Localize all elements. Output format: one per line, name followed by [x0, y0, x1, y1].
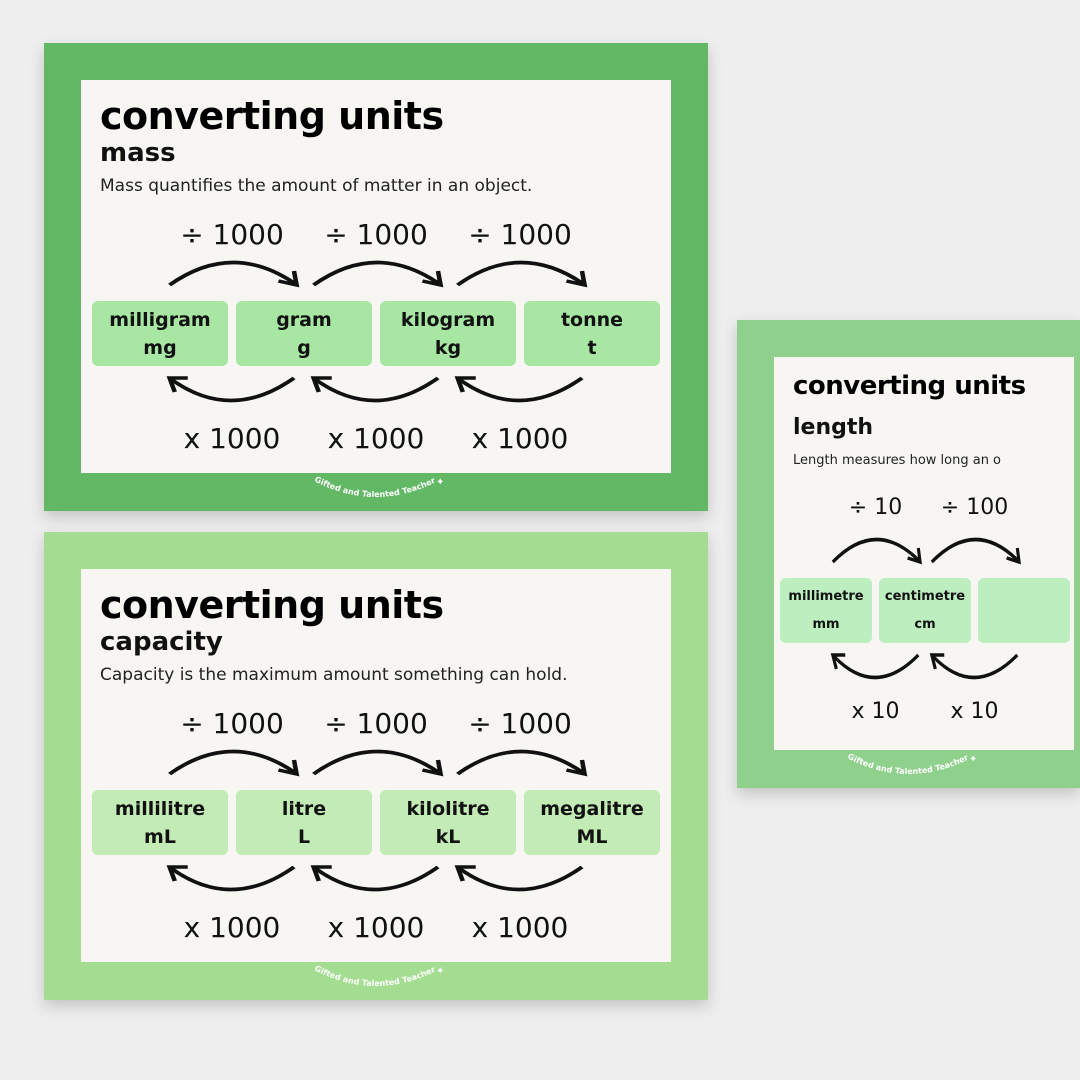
- divide-label: ÷ 1000: [324, 707, 428, 740]
- unit-name: megalitre: [540, 798, 644, 820]
- svg-text:Gifted and Talented Teacher: Gifted and Talented Teacher: [313, 475, 437, 499]
- divide-label: ÷ 1000: [468, 707, 572, 740]
- unit-name: millimetre: [788, 589, 864, 604]
- multiply-label: x 1000: [471, 911, 569, 944]
- multiply-label: x 10: [851, 699, 900, 724]
- poster-title: converting units: [100, 583, 444, 627]
- curved-arrow-right-icon: [455, 749, 588, 777]
- curved-arrow-right-icon: [311, 260, 444, 288]
- unit-abbr: cm: [914, 617, 936, 632]
- divide-label: ÷ 1000: [324, 218, 428, 251]
- unit-name: milligram: [109, 309, 211, 331]
- unit-abbr: mL: [144, 826, 176, 848]
- curved-arrow-right-icon: [455, 260, 588, 288]
- unit-box: millilitre mL: [92, 790, 228, 855]
- curved-arrow-left-icon: [166, 865, 296, 892]
- poster-subtitle: capacity: [100, 627, 223, 657]
- poster-description: Capacity is the maximum amount something…: [100, 665, 568, 685]
- svg-text:✦: ✦: [969, 754, 977, 765]
- poster-description: Length measures how long an o: [793, 453, 1002, 468]
- poster-description: Mass quantifies the amount of matter in …: [100, 176, 533, 196]
- curved-arrow-left-icon: [166, 376, 296, 403]
- multiply-label: x 1000: [471, 422, 569, 455]
- brand-logo: Gifted and Talented Teacher✦: [313, 475, 444, 499]
- unit-name: millilitre: [114, 798, 206, 820]
- unit-name: tonne: [560, 309, 624, 331]
- svg-text:Gifted and Talented Teacher: Gifted and Talented Teacher: [846, 752, 970, 776]
- unit-abbr: kL: [435, 826, 461, 848]
- svg-text:Gifted and Talented Teacher: Gifted and Talented Teacher: [313, 964, 437, 988]
- unit-name: litre: [281, 798, 327, 820]
- divide-label: ÷ 1000: [468, 218, 572, 251]
- unit-abbr: L: [297, 826, 311, 848]
- curved-arrow-left-icon: [830, 653, 919, 680]
- unit-box: gram g: [236, 301, 372, 366]
- unit-box: centimetre cm: [879, 578, 971, 643]
- multiply-label: x 1000: [327, 911, 425, 944]
- curved-arrow-right-icon: [930, 537, 1021, 565]
- unit-abbr: mm: [812, 617, 840, 632]
- divide-label: ÷ 1000: [180, 707, 284, 740]
- unit-box: [978, 578, 1070, 643]
- unit-name: kilogram: [400, 309, 496, 331]
- unit-box: kilolitre kL: [380, 790, 516, 855]
- poster-subtitle: mass: [100, 138, 176, 168]
- svg-text:✦: ✦: [436, 477, 444, 488]
- curved-arrow-right-icon: [311, 749, 444, 777]
- curved-arrow-left-icon: [929, 653, 1018, 680]
- unit-abbr: ML: [576, 826, 608, 848]
- curved-arrow-left-icon: [454, 865, 584, 892]
- brand-logo: Gifted and Talented Teacher✦: [846, 752, 977, 776]
- unit-name: gram: [276, 309, 332, 331]
- curved-arrow-right-icon: [167, 749, 300, 777]
- unit-name: kilolitre: [406, 798, 490, 820]
- svg-text:✦: ✦: [436, 966, 444, 977]
- unit-abbr: g: [297, 337, 311, 359]
- poster-subtitle: length: [793, 415, 874, 440]
- curved-arrow-left-icon: [310, 865, 440, 892]
- divide-label: ÷ 1000: [180, 218, 284, 251]
- curved-arrow-left-icon: [454, 376, 584, 403]
- divide-label: ÷ 100: [940, 495, 1009, 520]
- divide-label: ÷ 10: [848, 495, 903, 520]
- unit-box: millimetre mm: [780, 578, 872, 643]
- unit-abbr: mg: [143, 337, 177, 359]
- unit-box: kilogram kg: [380, 301, 516, 366]
- multiply-label: x 1000: [183, 911, 281, 944]
- unit-abbr: kg: [434, 337, 462, 359]
- unit-box: milligram mg: [92, 301, 228, 366]
- multiply-label: x 10: [950, 699, 999, 724]
- unit-name: centimetre: [884, 589, 966, 604]
- curved-arrow-left-icon: [310, 376, 440, 403]
- poster-title: converting units: [793, 371, 1026, 401]
- curved-arrow-right-icon: [831, 537, 922, 565]
- multiply-label: x 1000: [327, 422, 425, 455]
- unit-box: tonne t: [524, 301, 660, 366]
- brand-logo: Gifted and Talented Teacher✦: [313, 964, 444, 988]
- multiply-label: x 1000: [183, 422, 281, 455]
- poster-title: converting units: [100, 94, 444, 138]
- unit-abbr: t: [587, 337, 597, 359]
- curved-arrow-right-icon: [167, 260, 300, 288]
